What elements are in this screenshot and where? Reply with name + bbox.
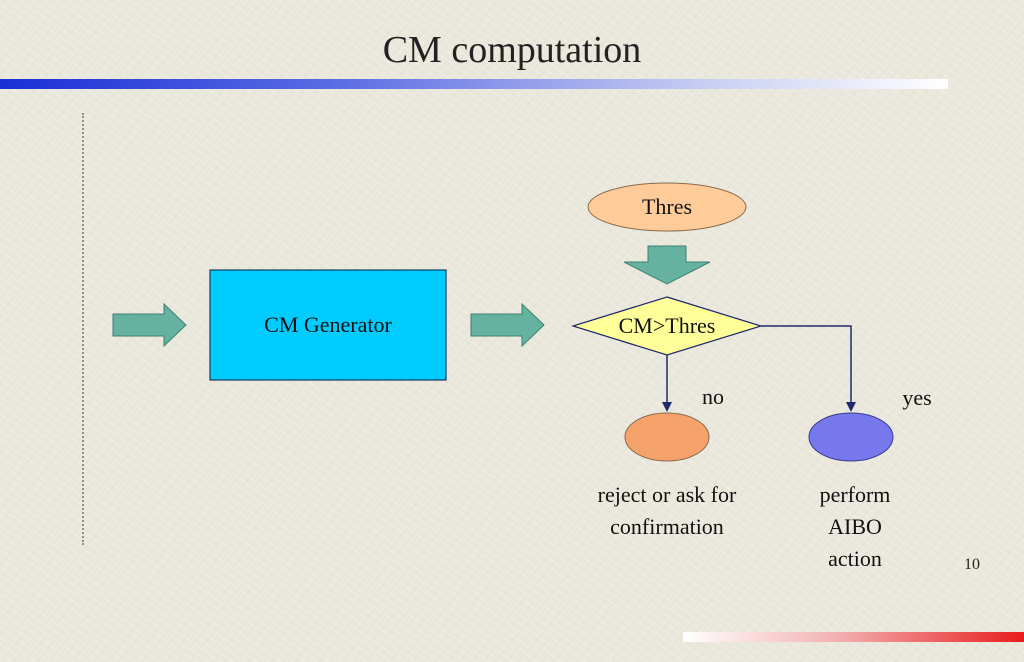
reject-outcome-node (624, 412, 710, 462)
yes-branch-connector (761, 325, 856, 412)
generator-output-block-arrow (470, 302, 545, 348)
slide-title: CM computation (382, 29, 642, 71)
threshold-label: Thres (641, 194, 693, 219)
cm-generator-box (209, 269, 447, 381)
cm-generator-label: CM Generator (264, 312, 392, 337)
threshold-ellipse (587, 182, 747, 232)
page-number: 10 (964, 556, 980, 573)
decision-label: CM>Thres (618, 313, 716, 338)
yes-branch-label: yes (902, 385, 932, 410)
footer-accent-bar (683, 632, 1024, 642)
perform-outcome-node (808, 412, 894, 462)
perform-outcome-label: perform AIBO action (819, 482, 891, 571)
reject-outcome-label: reject or ask for confirmation (597, 482, 737, 539)
title-underline-bar (0, 79, 948, 89)
dotted-divider (82, 113, 84, 545)
input-block-arrow (112, 302, 187, 348)
no-branch-label: no (702, 384, 724, 409)
threshold-down-block-arrow (623, 245, 711, 285)
